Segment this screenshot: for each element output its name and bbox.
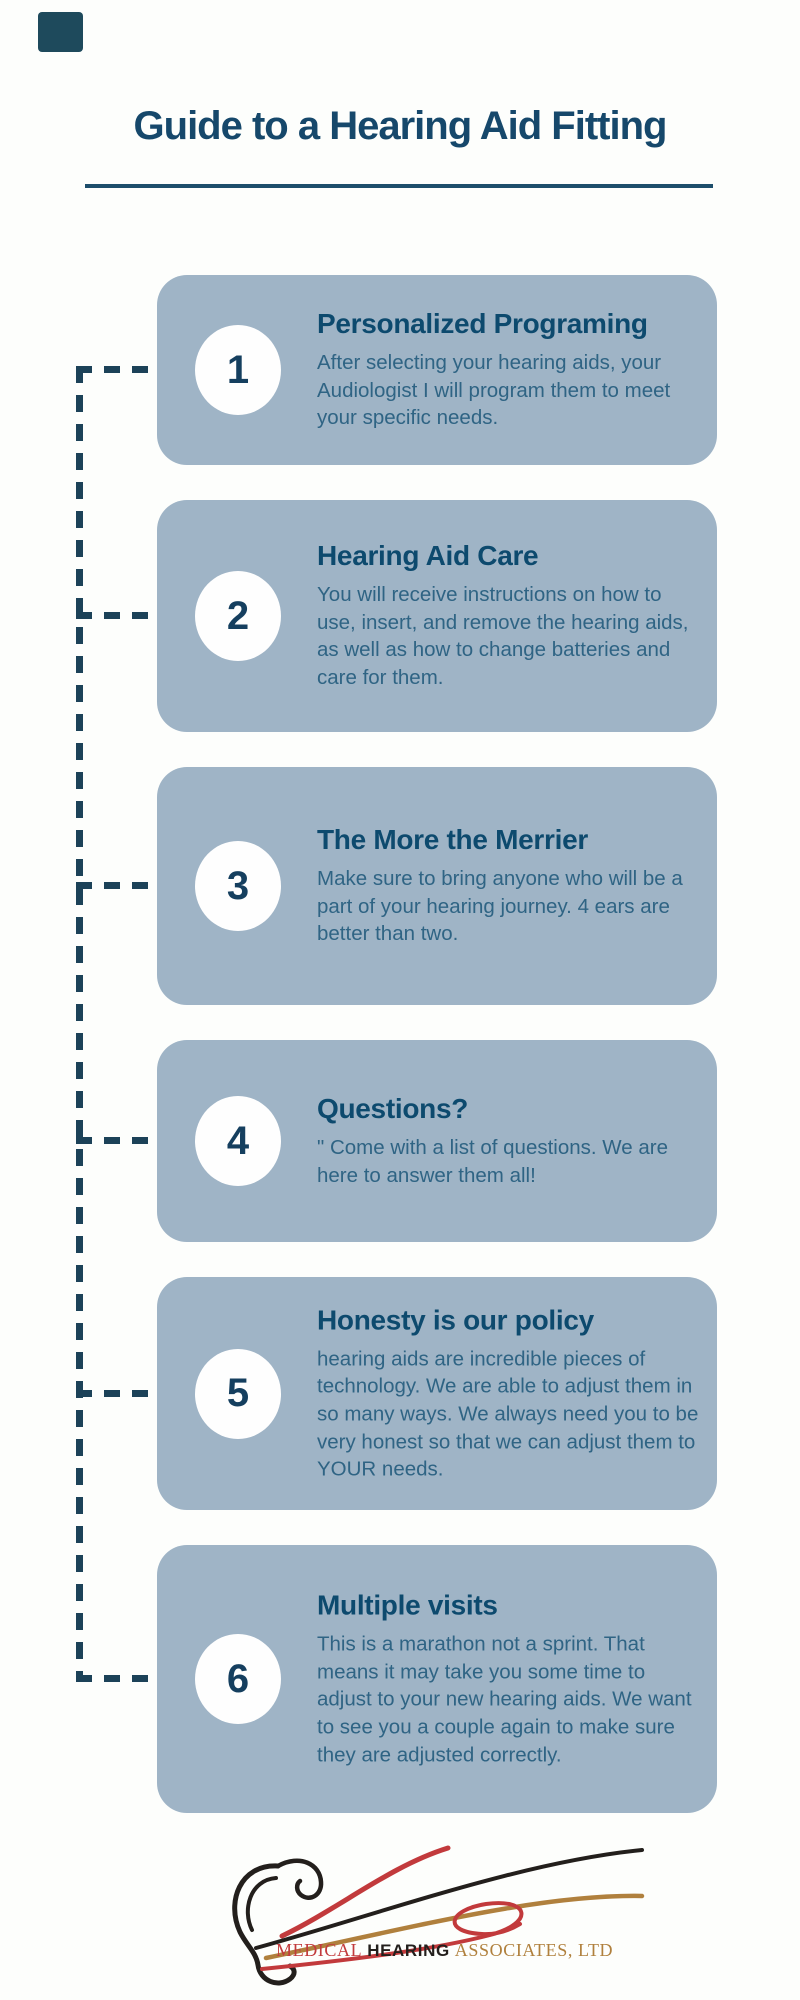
connector-stub-3 xyxy=(76,882,158,889)
step-number: 2 xyxy=(226,593,250,638)
step-body: This is a marathon not a sprint. That me… xyxy=(317,1632,692,1767)
step-title: Hearing Aid Care xyxy=(317,540,539,572)
step-number-badge: 2 xyxy=(195,571,281,661)
corner-accent xyxy=(38,12,83,52)
step-number: 1 xyxy=(226,347,250,392)
step-body: You will receive instructions on how to … xyxy=(317,583,689,690)
step-body: Make sure to bring anyone who will be a … xyxy=(317,866,683,946)
step-card-6: 6 Multiple visits This is a marathon not… xyxy=(157,1545,717,1813)
page-title: Guide to a Hearing Aid Fitting xyxy=(133,104,668,148)
logo-word-hearing: HEARING xyxy=(367,1941,450,1960)
connector-stub-1 xyxy=(76,366,158,373)
step-number-badge: 5 xyxy=(195,1348,281,1439)
step-body: hearing aids are incredible pieces of te… xyxy=(317,1346,699,1481)
step-card-1: 1 Personalized Programing After selectin… xyxy=(157,275,717,465)
step-content: Hearing Aid Care You will receive instru… xyxy=(317,540,701,692)
step-number: 3 xyxy=(226,863,250,908)
step-title: Questions? xyxy=(317,1092,469,1124)
step-number-badge: 3 xyxy=(195,841,281,931)
step-content: Honesty is our policy hearing aids are i… xyxy=(317,1304,701,1483)
step-number-badge: 4 xyxy=(195,1096,281,1186)
step-number: 4 xyxy=(226,1118,250,1163)
connector-stub-4 xyxy=(76,1137,158,1144)
step-content: Personalized Programing After selecting … xyxy=(317,308,701,432)
step-number: 5 xyxy=(226,1371,250,1415)
ear-swoosh-icon xyxy=(232,1845,645,1986)
connector-line xyxy=(76,366,83,1682)
connector-stub-6 xyxy=(76,1675,158,1682)
step-number-badge: 6 xyxy=(195,1634,281,1724)
step-body: After selecting your hearing aids, your … xyxy=(317,350,671,430)
title-underline xyxy=(85,184,713,188)
logo-word-medical: MEDICAL xyxy=(276,1940,363,1960)
step-title: Multiple visits xyxy=(317,1589,498,1621)
step-content: Questions? " Come with a list of questio… xyxy=(317,1093,701,1189)
step-title: Personalized Programing xyxy=(317,307,648,339)
connector-stub-2 xyxy=(76,612,158,619)
step-body: " Come with a list of questions. We are … xyxy=(317,1135,668,1187)
step-card-3: 3 The More the Merrier Make sure to brin… xyxy=(157,767,717,1005)
connector-stub-5 xyxy=(76,1390,158,1397)
step-card-5: 5 Honesty is our policy hearing aids are… xyxy=(157,1277,717,1510)
step-card-2: 2 Hearing Aid Care You will receive inst… xyxy=(157,500,717,732)
step-title: Honesty is our policy xyxy=(317,1303,594,1335)
step-content: The More the Merrier Make sure to bring … xyxy=(317,824,701,948)
step-title: The More the Merrier xyxy=(317,823,588,855)
step-card-4: 4 Questions? " Come with a list of quest… xyxy=(157,1040,717,1242)
logo-word-associates: ASSOCIATES, LTD xyxy=(454,1940,614,1960)
step-number: 6 xyxy=(226,1656,250,1701)
step-number-badge: 1 xyxy=(195,325,281,415)
step-content: Multiple visits This is a marathon not a… xyxy=(317,1589,701,1768)
